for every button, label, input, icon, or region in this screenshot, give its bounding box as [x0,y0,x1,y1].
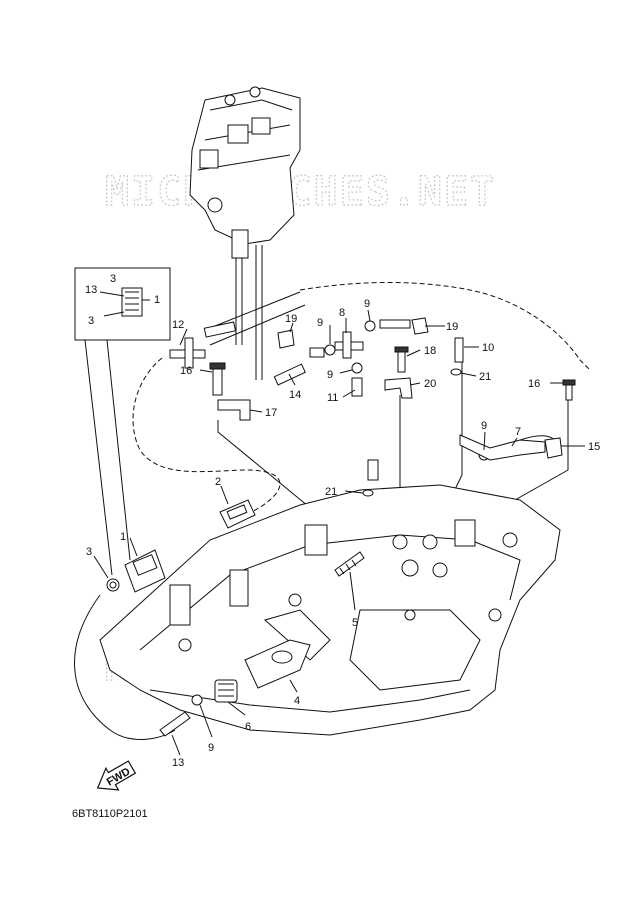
bottom-cowling [99,484,561,736]
callout-8: 8 [339,307,345,319]
watermark-top: MICROFICHES.NET [105,169,496,215]
callout-19a: 19 [285,313,297,325]
callout-9e: 9 [208,742,214,754]
callout-12: 12 [172,319,184,331]
callout-1: 1 [120,531,126,543]
inset-detail [74,267,171,341]
fuel-pump-assembly [189,86,301,380]
callout-16b: 16 [528,378,540,390]
inset-callout-13: 13 [85,284,97,296]
diagram-code: 6BT8110P2101 [72,808,148,820]
callout-leaders [93,309,585,756]
callout-13: 13 [172,757,184,769]
callout-9c: 9 [327,369,333,381]
fwd-arrow-icon: FWD [96,760,137,791]
callout-10: 10 [482,342,494,354]
inset-callout-3b: 3 [88,315,94,327]
callout-19b: 19 [446,321,458,333]
callout-9a: 9 [364,298,370,310]
callout-15: 15 [588,441,600,453]
callout-4: 4 [294,695,300,707]
inset-callout-1: 1 [154,294,160,306]
callout-2: 2 [215,476,221,488]
fwd-label: FWD [105,766,133,789]
callout-7: 7 [515,426,521,438]
inset-callout-3a: 3 [110,273,116,285]
callout-9b: 9 [317,317,323,329]
callout-5: 5 [352,617,358,629]
callout-20: 20 [424,378,436,390]
callout-21a: 21 [479,371,491,383]
small-parts [106,317,576,737]
callout-17: 17 [265,407,277,419]
callout-9d: 9 [481,420,487,432]
callout-3: 3 [86,546,92,558]
callout-18: 18 [424,345,436,357]
callout-11: 11 [327,392,338,404]
callout-21b: 21 [325,486,337,498]
callout-14: 14 [289,389,301,401]
callout-6: 6 [245,721,251,733]
callout-16a: 16 [180,365,192,377]
callout-labels: 1 2 3 4 5 6 7 8 9 9 9 9 9 10 11 12 13 14… [85,273,600,769]
